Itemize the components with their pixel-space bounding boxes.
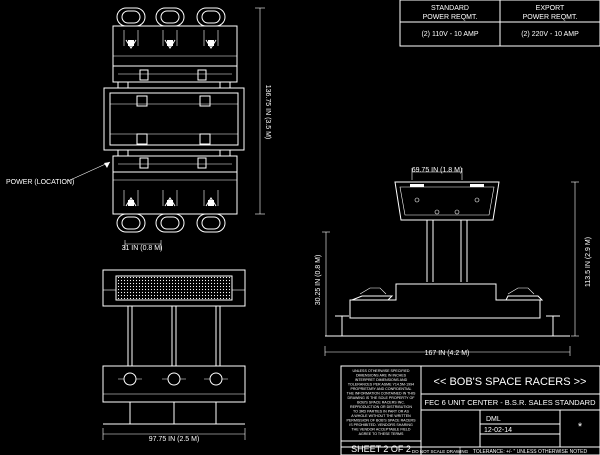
drawing-title: FEC 6 UNIT CENTER - B.S.R. SALES STANDAR…	[424, 398, 596, 407]
dim-side-top-width-label: 69.75 IN (1.8 M)	[412, 167, 463, 174]
side-view: 69.75 IN (1.8 M) 30.25 IN (0.8 M) 113.5 …	[315, 167, 592, 357]
upper-deck	[112, 65, 238, 83]
notice-line: PROPRIETARY AND CONFIDENTIAL	[350, 387, 411, 391]
dim-top-height-label: 136.75 IN (3.5 M)	[264, 85, 271, 139]
dim-side-mid-height-label: 30.25 IN (0.8 M)	[315, 255, 322, 306]
dim-side-total-width-label: 167 IN (4.2 M)	[425, 350, 470, 357]
canopy	[394, 181, 500, 221]
sheet-number: SHEET 2 OF 2	[351, 444, 411, 454]
dimension-top-height: 136.75 IN (3.5 M)	[255, 7, 271, 215]
notice-line: THE VENDOR ACCEPTABLE FIELD	[351, 428, 410, 432]
do-not-scale: DO NOT SCALE DRAWING	[412, 449, 469, 454]
drawing-date: 12-02-14	[484, 427, 512, 434]
front-base	[102, 365, 246, 403]
front-view: 97.75 IN (2.5 M)	[102, 269, 246, 443]
notice-line: UNLESS OTHERWISE SPECIFIED	[352, 369, 409, 373]
notice-line: IS PROHIBITED. VENDORS SHARING	[349, 423, 413, 427]
table-header-standard-line1: STANDARD	[431, 5, 469, 12]
notice-line: DRAWING IS THE SOLE PROPERTY OF	[348, 396, 416, 400]
notice-line: THE INFORMATION CONTAINED IN THIS	[347, 392, 416, 396]
dimension-top-unit-width: 31 IN (0.8 M)	[122, 240, 163, 252]
dim-top-unit-width-label: 31 IN (0.8 M)	[122, 245, 163, 252]
table-header-export-line1: EXPORT	[536, 5, 565, 12]
dim-side-total-height-label: 113.5 IN (2.9 M)	[585, 237, 592, 287]
center-platform	[103, 87, 245, 151]
notice-line: REPRODUCTION OR DISTRIBUTION	[350, 405, 412, 409]
top-view: 136.75 IN (3.5 M) 31 IN (0.8 M) POWER (L…	[6, 7, 271, 252]
revision-star: *	[578, 421, 583, 433]
notice-line: PERMISSION OF BOB'S SPACE RACERS	[346, 419, 416, 423]
notice-line: A WHOLE WITHOUT THE WRITTEN	[351, 414, 411, 418]
base-platform	[349, 283, 541, 319]
notice-line: TO 3RD PARTIES IN PART OR AS	[353, 410, 410, 414]
tolerance-note: TOLERANCE: +/- " UNLESS OTHERWISE NOTED	[473, 449, 588, 455]
power-location-label: POWER (LOCATION)	[6, 179, 74, 186]
table-value-standard: (2) 110V - 10 AMP	[421, 31, 478, 38]
power-location-callout: POWER (LOCATION)	[6, 161, 111, 186]
notice-line: TOLERANCES PER ASME Y14.5M-1994	[348, 383, 414, 387]
bottom-seat-row	[112, 171, 238, 233]
notice-line: DIMENSIONS ARE IN INCHES	[356, 374, 407, 378]
company-name: << BOB'S SPACE RACERS >>	[434, 376, 587, 388]
table-value-export: (2) 220V - 10 AMP	[521, 31, 579, 38]
notice-line: INTERPRET DIMENSIONS AND	[355, 378, 408, 382]
dim-front-width-label: 97.75 IN (2.5 M)	[149, 436, 200, 443]
table-header-standard-line2: POWER REQMT.	[423, 14, 478, 21]
front-canopy	[102, 269, 246, 307]
table-header-export-line2: POWER REQMT.	[523, 14, 578, 21]
notice-line: AGREE TO THESE TERMS	[359, 432, 404, 436]
drawn-by: DML	[486, 416, 501, 423]
top-seat-row	[112, 7, 238, 67]
notice-line: BOB'S SPACE RACERS INC.	[357, 401, 405, 405]
power-requirement-table: STANDARD POWER REQMT. EXPORT POWER REQMT…	[399, 0, 600, 47]
